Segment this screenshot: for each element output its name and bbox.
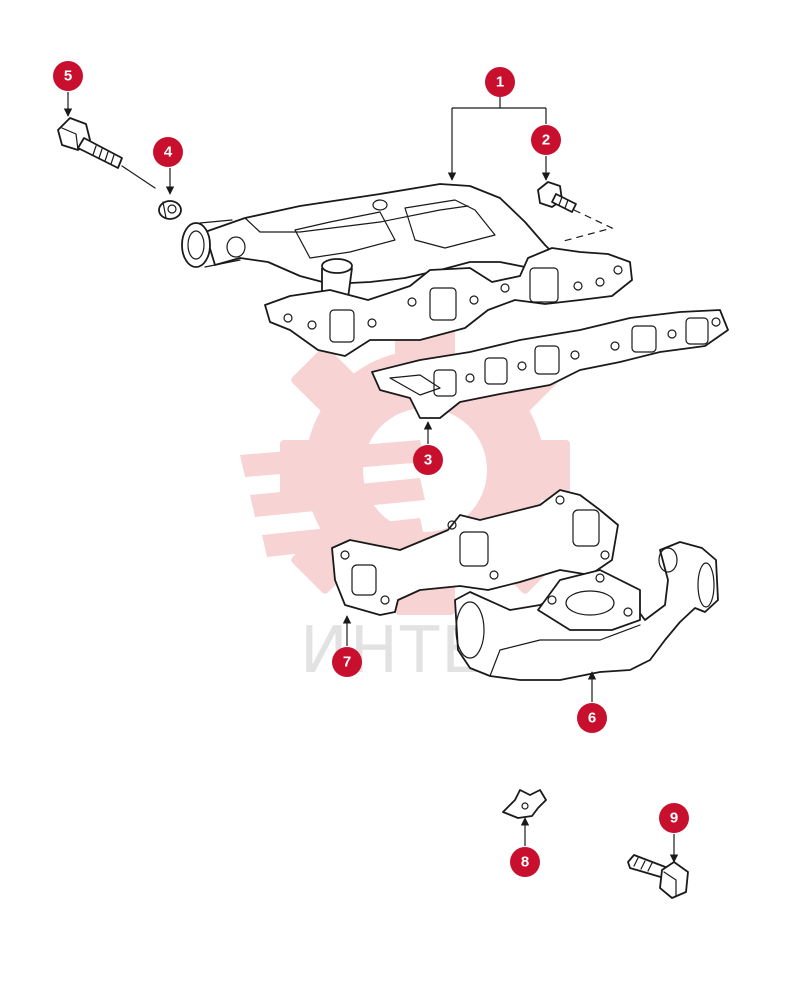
part-5-bolt [57,117,156,189]
svg-text:3: 3 [424,452,432,469]
part-4-washer [158,200,182,220]
callout-7: 7 [332,647,362,677]
part-3-intake-gasket [371,309,729,419]
callout-5: 5 [53,61,83,91]
part-8-clip [502,789,547,819]
callout-4: 4 [153,137,183,167]
svg-text:8: 8 [521,854,529,871]
callout-1: 1 [485,67,515,97]
svg-text:7: 7 [343,654,351,671]
part-9-bolt [627,854,689,899]
svg-text:6: 6 [588,710,596,727]
part-7-exhaust-gasket [331,489,619,616]
callout-2: 2 [531,125,561,155]
svg-text:2: 2 [542,132,550,149]
svg-text:9: 9 [670,810,678,827]
callout-9: 9 [659,803,689,833]
svg-text:4: 4 [164,144,173,161]
callout-6: 6 [577,703,607,733]
svg-text:1: 1 [496,74,504,91]
leader-lines [63,92,679,863]
part-1-intake-manifold [181,183,633,357]
svg-text:5: 5 [64,68,72,85]
callout-8: 8 [510,847,540,877]
part-2-stud [537,181,577,213]
callout-3: 3 [413,445,443,475]
part-6-exhaust-manifold [454,541,719,681]
